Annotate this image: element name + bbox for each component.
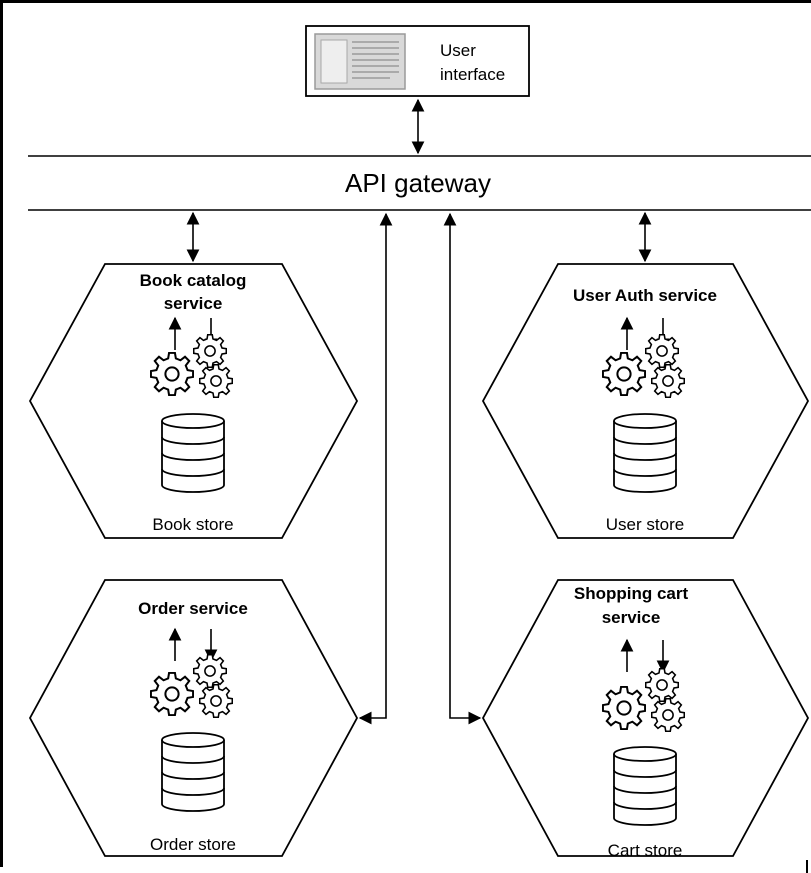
database-icon <box>161 413 225 493</box>
service-order: Order service Order store <box>28 579 359 857</box>
store-label: Book store <box>152 515 233 534</box>
service-shopping-cart: Shopping cart service Cart store <box>481 579 810 860</box>
window-icon <box>314 33 406 90</box>
store-label: Order store <box>150 835 236 854</box>
database-icon <box>613 746 677 826</box>
user-interface-label-line2: interface <box>440 65 505 84</box>
service-hexagon <box>481 579 810 857</box>
frame-border-left <box>0 0 3 867</box>
service-title-line2: service <box>164 294 223 313</box>
service-title-line1: Book catalog <box>140 271 247 290</box>
service-title-line1: Order service <box>138 599 248 618</box>
service-hexagon <box>28 263 359 539</box>
service-title-line2: service <box>602 608 661 627</box>
service-user-auth: User Auth service User store <box>481 263 810 539</box>
gateway-order-arrow <box>358 212 393 725</box>
database-icon <box>161 732 225 812</box>
service-title-line1: User Auth service <box>573 286 717 305</box>
user-interface-label-line1: User <box>440 41 476 60</box>
gateway-cart-arrow <box>443 212 482 725</box>
store-label: Cart store <box>608 841 683 860</box>
user-interface-box: User interface <box>305 25 530 97</box>
store-label: User store <box>606 515 684 534</box>
frame-border-top <box>0 0 811 3</box>
service-hexagon <box>481 263 810 539</box>
api-gateway-label: API gateway <box>345 168 491 198</box>
frame-border-corner <box>806 860 808 873</box>
service-title-line1: Shopping cart <box>574 584 689 603</box>
service-book-catalog: Book catalog service Book store <box>28 263 359 539</box>
api-gateway-band: API gateway <box>28 155 811 211</box>
database-icon <box>613 413 677 493</box>
service-hexagon <box>28 579 359 857</box>
